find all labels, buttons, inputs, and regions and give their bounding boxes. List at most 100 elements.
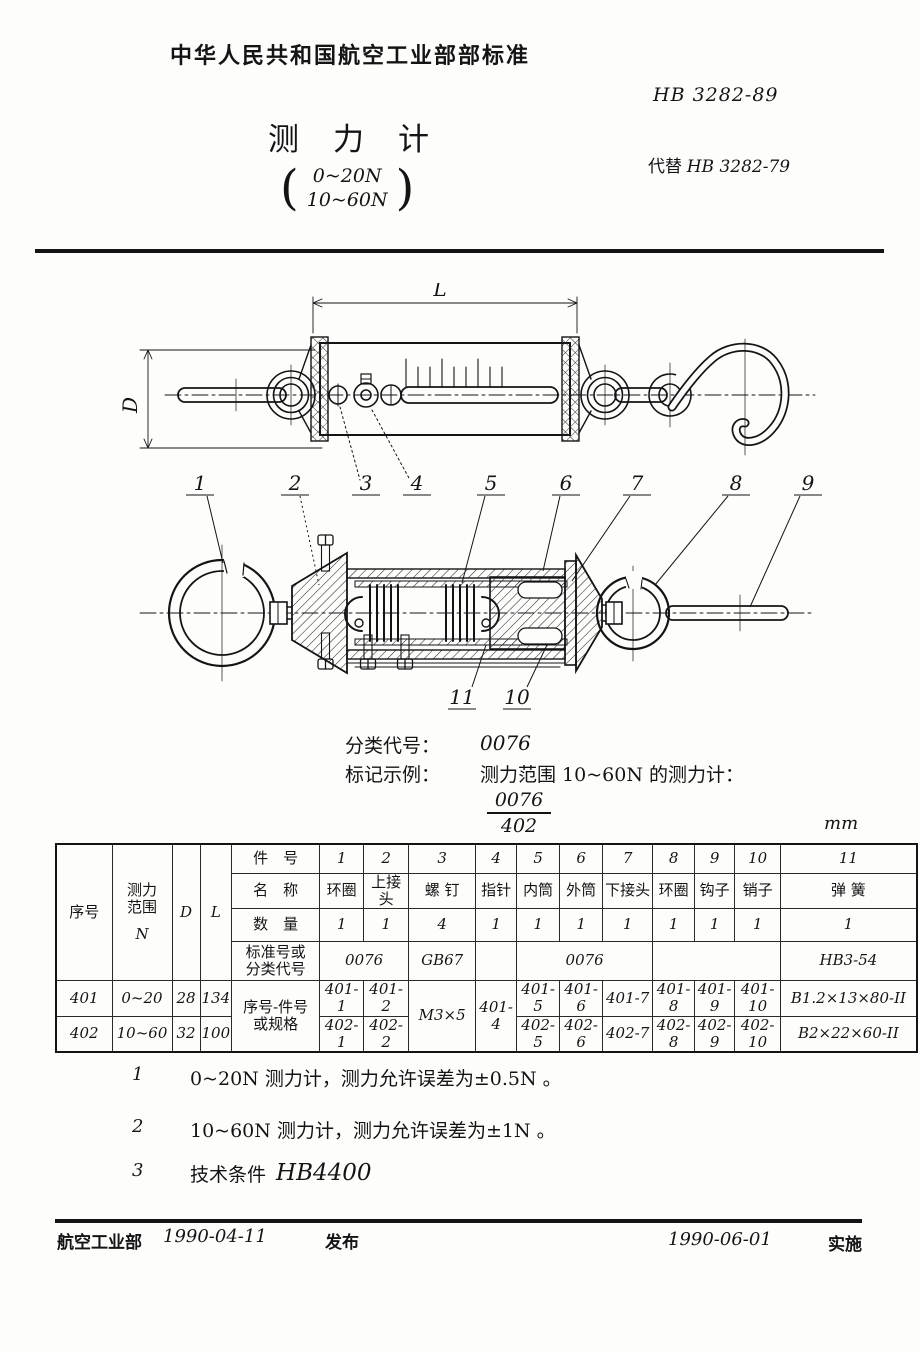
standard-number: HB 3282-89: [653, 84, 779, 106]
std-code-cell: HB3-54: [780, 941, 918, 981]
spec-cell: 402-10: [734, 1015, 782, 1053]
note-2: 2 10~60N 测力计，测力允许误差为±1N 。: [132, 1116, 566, 1143]
qty-cell: 1: [319, 908, 365, 942]
qty-cell: 1: [734, 908, 782, 942]
row-header-part-no: 件 号: [231, 843, 321, 874]
part-label: 1: [194, 471, 207, 495]
part-name-cell: 指针: [475, 872, 518, 909]
footer-impl-date: 1990-06-01: [668, 1229, 772, 1250]
spec-cell: B1.2×13×80-II: [780, 980, 918, 1017]
part-name-cell: 上接头: [363, 872, 410, 909]
part-label: 8: [730, 471, 743, 495]
col-header-seq: 序号: [55, 843, 113, 981]
classification-code-value: 0076: [480, 731, 531, 755]
marking-fraction: 0076 402: [487, 789, 551, 837]
note-number: 2: [132, 1116, 144, 1137]
part-no-cell: 11: [780, 843, 918, 874]
note-text: 技术条件: [190, 1164, 267, 1186]
upper-joint-cone: [291, 551, 348, 675]
spec-cell: 402-8: [652, 1015, 696, 1053]
spec-cell: 402-6: [559, 1015, 604, 1053]
marking-example-text: 测力范围 10~60N 的测力计：: [480, 764, 744, 786]
part-label: 11: [449, 685, 474, 709]
qty-cell: 1: [652, 908, 696, 942]
row-header-spec: 序号-件号 或规格: [231, 980, 321, 1053]
open-paren: (: [280, 160, 299, 216]
spec-cell: 402-2: [363, 1015, 410, 1053]
right-knurled-cap: [561, 336, 580, 442]
part-name-cell: 内筒: [516, 872, 561, 909]
pin-rod: [665, 605, 789, 621]
footer-issue-date: 1990-04-11: [163, 1226, 267, 1247]
part-name-cell: 环圈: [319, 872, 365, 909]
qty-cell: 4: [408, 908, 477, 942]
range-cell: 10~60: [111, 1015, 173, 1053]
row-header-std: 标准号或 分类代号: [231, 941, 321, 981]
replaces-note: 代替 HB 3282-79: [648, 157, 791, 177]
spec-cell: 402-9: [694, 1015, 736, 1053]
note-1: 1 0~20N 测力计，测力允许误差为±0.5N 。: [132, 1064, 572, 1091]
part-no-cell: 4: [475, 843, 518, 874]
row-header-name: 名 称: [231, 872, 321, 909]
part-callouts: 1 2 3 4 5 6 7 8 9 11 10: [186, 471, 822, 710]
note-number: 3: [132, 1160, 144, 1181]
d-cell: 32: [171, 1015, 201, 1053]
classification-code-label: 分类代号：: [345, 735, 441, 757]
standard-org-title: 中华人民共和国航空工业部部标准: [170, 43, 531, 68]
pull-rod: [177, 387, 287, 403]
range-line-2: 10~60N: [306, 189, 388, 211]
spec-cell: 401-4: [475, 980, 518, 1053]
left-knurled-cap: [310, 336, 329, 442]
part-name-cell: 环圈: [652, 872, 696, 909]
part-no-cell: 6: [559, 843, 604, 874]
std-code-cell: 0076: [516, 941, 654, 981]
spec-cell: 401-6: [559, 980, 604, 1017]
right-split-ring: [595, 571, 671, 651]
part-no-cell: 8: [652, 843, 696, 874]
part-label: 3: [360, 471, 373, 495]
note-text: 10~60N 测力计，测力允许误差为±1N 。: [190, 1120, 556, 1142]
technical-drawings: L D: [118, 283, 822, 710]
qty-cell: 1: [694, 908, 736, 942]
col-header-l: L: [199, 843, 233, 981]
close-paren: ): [395, 160, 415, 216]
qty-cell: 1: [363, 908, 410, 942]
part-name-cell: 钩子: [694, 872, 736, 909]
range-line-1: 0~20N: [312, 165, 382, 187]
seq-cell: 401: [55, 980, 113, 1017]
part-no-cell: 2: [363, 843, 410, 874]
footer-impl-label: 实施: [828, 1235, 862, 1254]
footer-divider: [55, 1219, 862, 1223]
dimension-L: [312, 296, 578, 334]
part-no-cell: 1: [319, 843, 365, 874]
row-header-qty: 数 量: [231, 908, 321, 942]
document-title: 测力计: [268, 122, 463, 158]
d-cell: 28: [171, 980, 201, 1017]
scale-rod: [400, 386, 559, 404]
dimension-D: [139, 349, 323, 449]
note-number: 1: [132, 1064, 144, 1085]
end-collar: [564, 560, 577, 666]
spec-cell: M3×5: [408, 980, 477, 1053]
range-cell: 0~20: [111, 980, 173, 1017]
fraction-numerator: 0076: [487, 789, 551, 814]
note-code: HB4400: [276, 1160, 372, 1186]
std-code-cell: 0076: [319, 941, 410, 981]
seq-cell: 402: [55, 1015, 113, 1053]
qty-cell: 1: [559, 908, 604, 942]
screws: [317, 534, 414, 670]
marking-example-label: 标记示例：: [345, 764, 441, 786]
spec-cell: 402-5: [516, 1015, 561, 1053]
part-no-cell: 10: [734, 843, 782, 874]
link-bar: [614, 387, 668, 403]
part-name-cell: 下接头: [602, 872, 654, 909]
right-eye-loop: [580, 364, 630, 426]
qty-cell: 1: [780, 908, 918, 942]
spec-cell: 402-1: [319, 1015, 365, 1053]
part-no-cell: 3: [408, 843, 477, 874]
section-view-drawing: [139, 534, 816, 682]
note-text: 0~20N 测力计，测力允许误差为±0.5N 。: [190, 1068, 562, 1090]
part-label: 7: [631, 471, 644, 495]
